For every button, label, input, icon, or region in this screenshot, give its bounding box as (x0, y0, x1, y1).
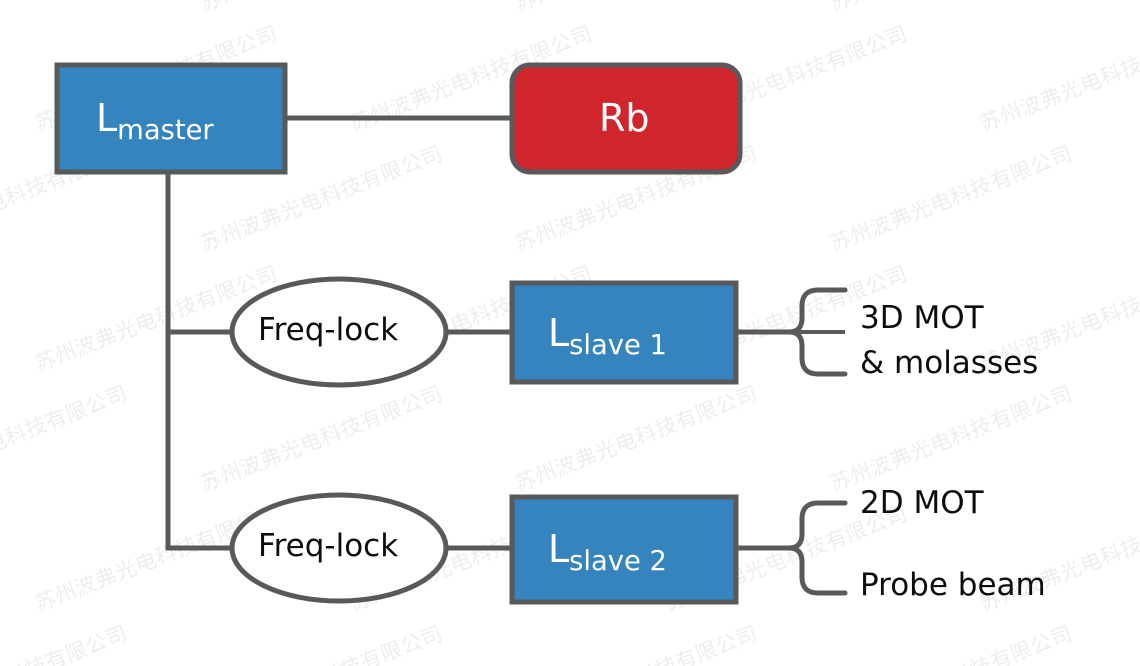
rb-cell-box[interactable] (509, 62, 743, 175)
master-laser-label-sub: master (117, 115, 214, 147)
slave-laser-1-box[interactable] (509, 280, 739, 385)
output-probe-beam-label: Probe beam (860, 567, 1046, 603)
freq-lock-1-label: Freq-lock (258, 312, 399, 348)
slave-laser-2-label: Lslave 2 (548, 527, 667, 577)
connector-master-trunk-lower (165, 332, 232, 551)
slave-laser-2-label-sub: slave 2 (569, 546, 667, 578)
slave-laser-2-label-main: L (548, 527, 570, 571)
slave-laser-2-box[interactable] (509, 494, 739, 605)
slave-laser-1-label-main: L (548, 311, 570, 355)
rb-cell-label: Rb (599, 96, 650, 140)
master-laser-box[interactable] (54, 62, 288, 175)
output-3d-mot-line1: 3D MOT (860, 300, 984, 336)
slave-laser-1-label: Lslave 1 (548, 311, 667, 361)
output-3d-mot-line2: & molasses (860, 345, 1039, 381)
freq-lock-1-ellipse[interactable] (229, 276, 449, 388)
slave-laser-1-label-sub: slave 1 (569, 330, 667, 362)
master-laser-label-main: L (96, 96, 118, 140)
freq-lock-2-ellipse[interactable] (229, 492, 449, 604)
output-2d-mot-label: 2D MOT (860, 485, 984, 521)
brace-slave2-outputs (786, 500, 848, 596)
connector-master-trunk-upper (165, 172, 232, 335)
master-laser-label: Lmaster (96, 96, 214, 146)
freq-lock-2-label: Freq-lock (258, 528, 399, 564)
